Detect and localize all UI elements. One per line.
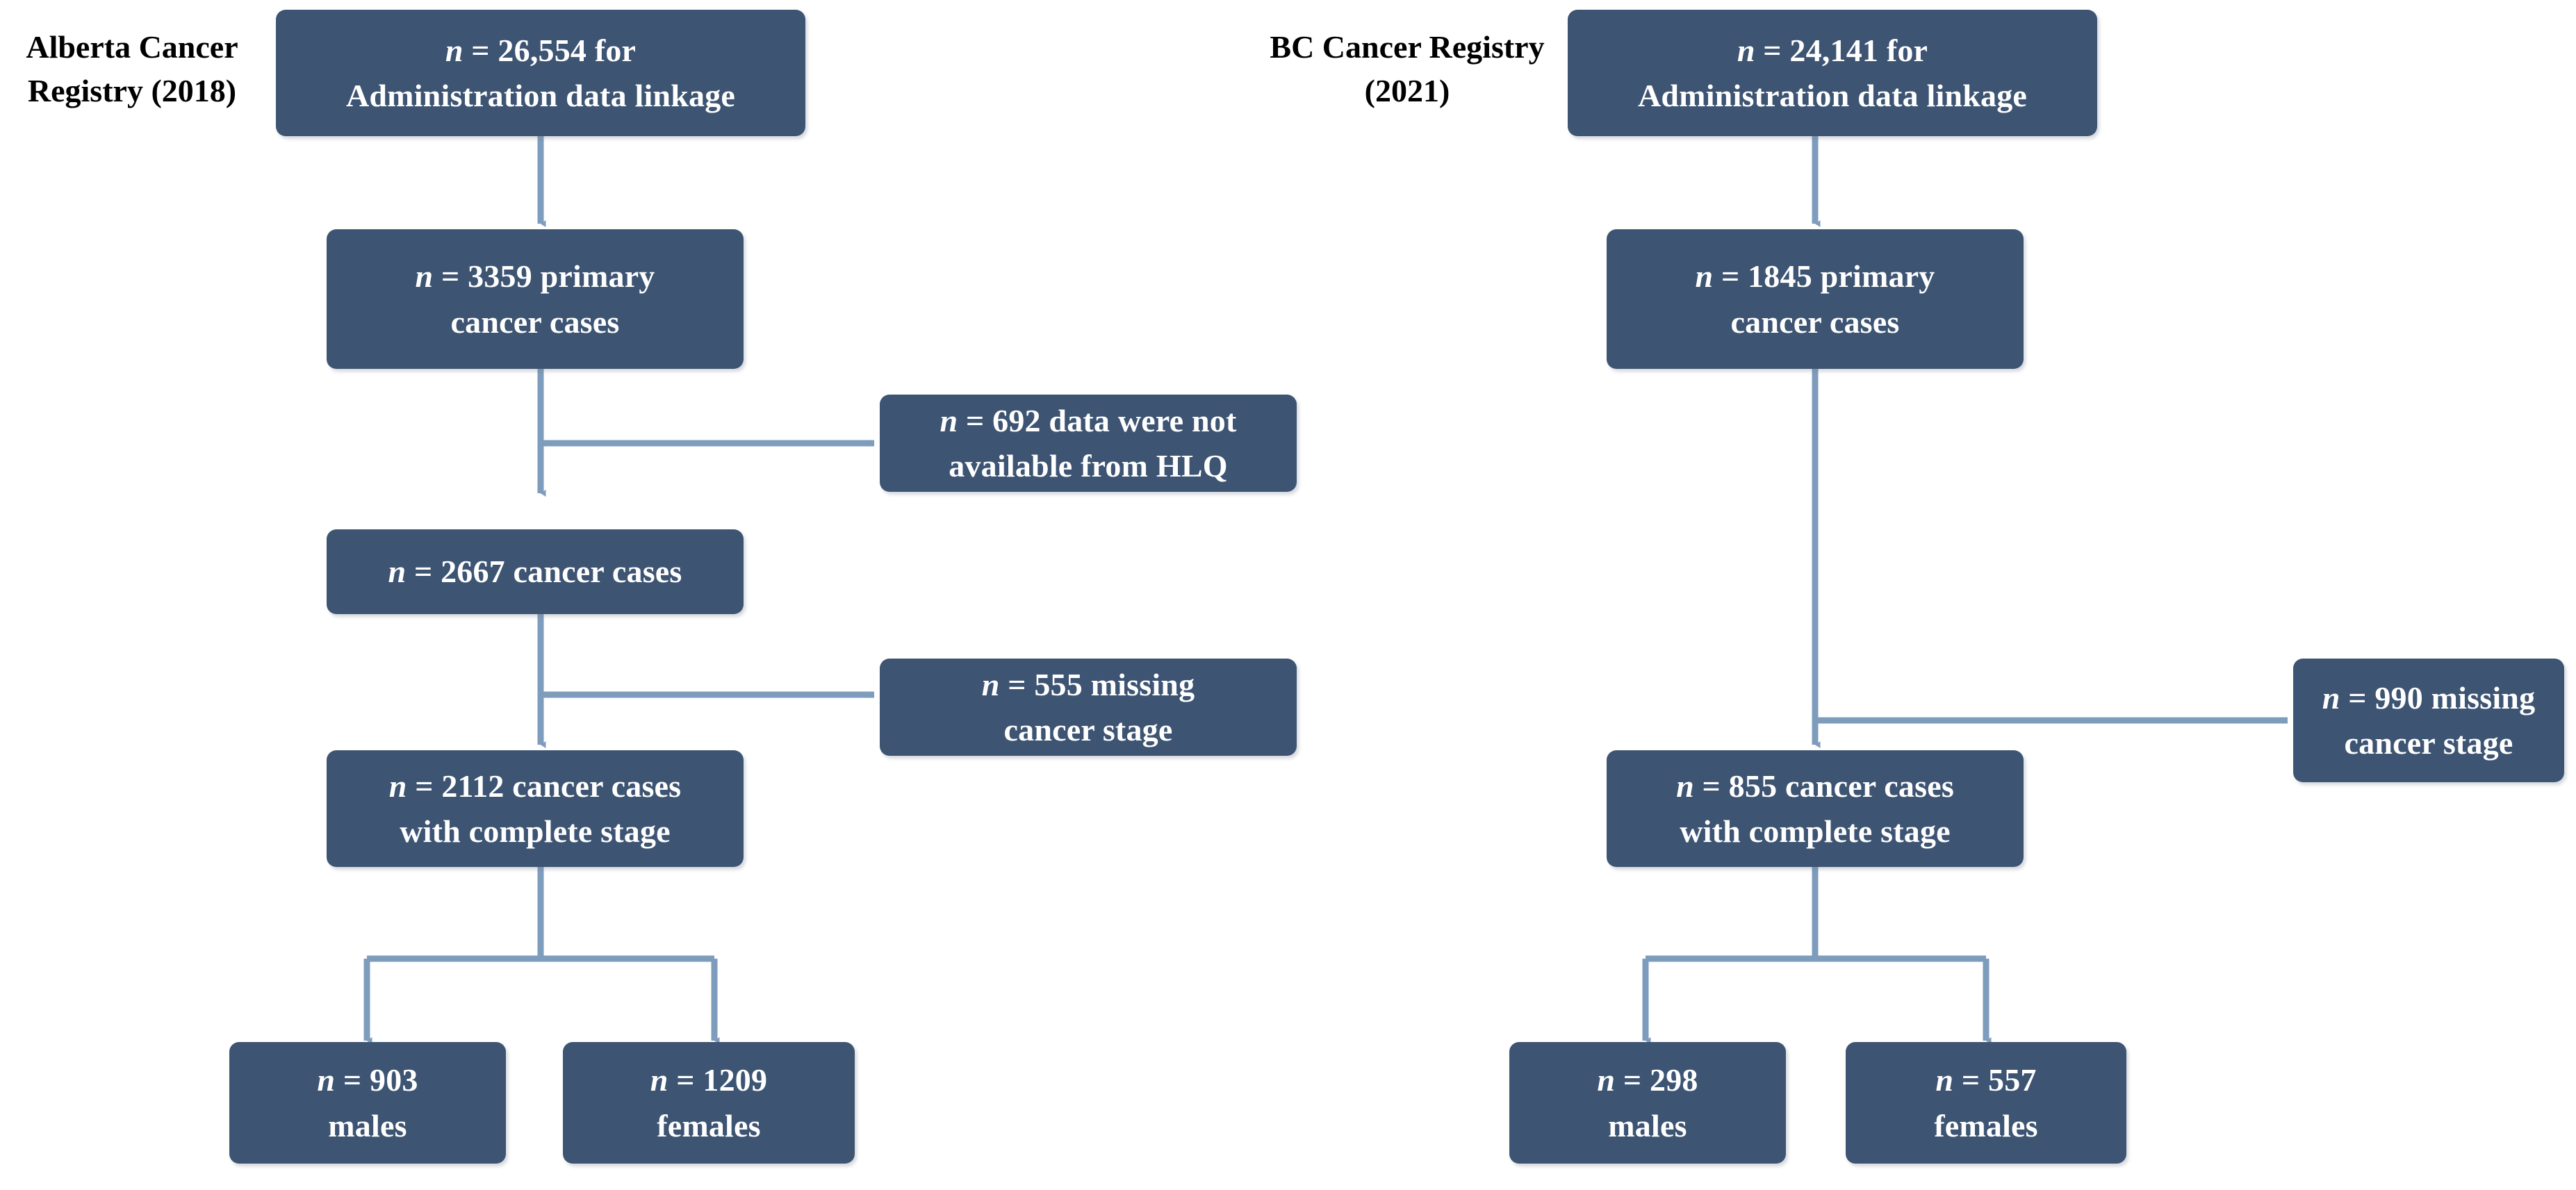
eq-symbol: =: [2340, 679, 2375, 716]
eq-symbol: =: [433, 258, 468, 295]
column-header-alberta: Alberta Cancer Registry (2018): [26, 29, 238, 109]
node-ab-females[interactable]: n = 1209 females: [563, 1042, 855, 1164]
eq-symbol: =: [335, 1062, 370, 1098]
node-ab-males[interactable]: n = 903 males: [229, 1042, 506, 1164]
node-bc-complete[interactable]: n = 855 cancer cases with complete stage: [1607, 750, 2024, 867]
n-symbol: n: [1737, 32, 1755, 68]
node-ab-cases[interactable]: n = 2667 cancer cases: [327, 529, 744, 614]
eq-symbol: =: [958, 402, 993, 438]
node-bc-missing[interactable]: n = 990 missing cancer stage: [2293, 659, 2564, 782]
node-line-2: males: [328, 1107, 407, 1143]
eq-symbol: =: [1755, 32, 1790, 68]
node-line-1: 990 missing: [2374, 679, 2536, 716]
eq-symbol: =: [999, 666, 1035, 702]
node-line-1: 1845 primary: [1748, 258, 1935, 295]
eq-symbol: =: [406, 554, 441, 590]
n-symbol: n: [388, 554, 407, 590]
node-bc-linkage[interactable]: n = 24,141 for Administration data linka…: [1568, 10, 2097, 136]
eq-symbol: =: [463, 32, 498, 68]
node-line-1: 2667 cancer cases: [441, 554, 682, 590]
n-symbol: n: [317, 1062, 336, 1098]
n-symbol: n: [1676, 768, 1694, 804]
eq-symbol: =: [1713, 258, 1748, 295]
node-line-2: cancer cases: [450, 304, 620, 340]
node-bc-primary[interactable]: n = 1845 primary cancer cases: [1607, 229, 2024, 369]
node-bc-males[interactable]: n = 298 males: [1509, 1042, 1786, 1164]
node-line-1: 3359 primary: [468, 258, 655, 295]
node-line-2: Administration data linkage: [345, 78, 736, 113]
node-line-1: 1209: [703, 1062, 768, 1098]
node-line-1: 557: [1988, 1062, 2037, 1098]
n-symbol: n: [1597, 1062, 1616, 1098]
node-line-2: with complete stage: [400, 813, 671, 849]
node-bc-females[interactable]: n = 557 females: [1846, 1042, 2126, 1164]
n-symbol: n: [981, 666, 1000, 702]
node-line-1: 298: [1650, 1062, 1698, 1098]
node-line-2: cancer stage: [2344, 725, 2513, 761]
eq-symbol: =: [668, 1062, 703, 1098]
eq-symbol: =: [1953, 1062, 1988, 1098]
n-symbol: n: [1935, 1062, 1954, 1098]
n-symbol: n: [940, 402, 958, 438]
eq-symbol: =: [1693, 768, 1729, 804]
node-line-2: females: [657, 1107, 761, 1143]
node-ab-missing[interactable]: n = 555 missing cancer stage: [880, 659, 1297, 756]
node-ab-hlq[interactable]: n = 692 data were not available from HLQ: [880, 395, 1297, 492]
node-line-1: 692 data were not: [992, 402, 1237, 438]
node-line-2: cancer cases: [1730, 304, 1900, 340]
n-symbol: n: [415, 258, 434, 295]
node-line-1: 903: [370, 1062, 418, 1098]
node-ab-linkage[interactable]: n = 26,554 for Administration data linka…: [276, 10, 805, 136]
node-line-1: 855 cancer cases: [1728, 768, 1954, 804]
eq-symbol: =: [407, 768, 442, 804]
node-line-1: 24,141 for: [1789, 32, 1928, 68]
node-ab-complete[interactable]: n = 2112 cancer cases with complete stag…: [327, 750, 744, 867]
node-line-2: females: [1934, 1107, 2038, 1143]
column-header-bc: BC Cancer Registry (2021): [1270, 29, 1545, 109]
node-line-2: males: [1608, 1107, 1687, 1143]
n-symbol: n: [445, 32, 463, 68]
node-line-2: cancer stage: [1003, 712, 1173, 747]
n-symbol: n: [650, 1062, 668, 1098]
node-line-2: Administration data linkage: [1637, 78, 2028, 113]
node-line-1: 26,554 for: [498, 32, 637, 68]
node-line-1: 2112 cancer cases: [441, 768, 682, 804]
n-symbol: n: [1695, 258, 1714, 295]
eq-symbol: =: [1615, 1062, 1650, 1098]
n-symbol: n: [2322, 679, 2340, 716]
node-line-1: 555 missing: [1034, 666, 1195, 702]
node-line-2: available from HLQ: [949, 448, 1228, 484]
n-symbol: n: [388, 768, 407, 804]
node-line-2: with complete stage: [1680, 813, 1951, 849]
node-ab-primary[interactable]: n = 3359 primary cancer cases: [327, 229, 744, 369]
